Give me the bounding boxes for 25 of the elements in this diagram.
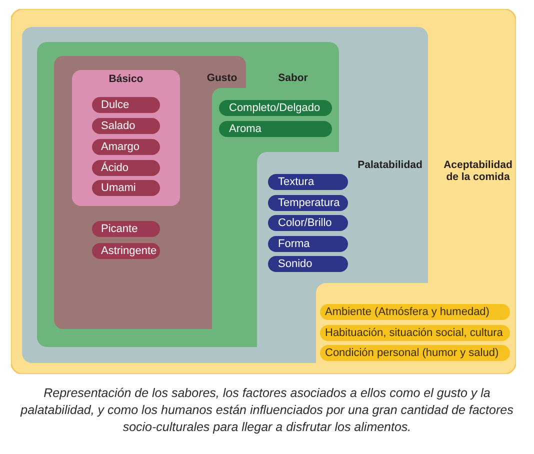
nested-region bbox=[72, 70, 180, 206]
region-heading: Palatabilidad bbox=[356, 159, 424, 171]
region-heading: Básico bbox=[108, 73, 144, 85]
factor-tag: Dulce bbox=[92, 97, 160, 113]
figure-caption: Representación de los sabores, los factores asociados a ellos como el gusto y la palatabilidad, y como los humanos están influenciados por una gran cantidad de factores socio-culturales para llegar a disfrutar los alimentos. bbox=[19, 385, 514, 436]
factor-tag: Condición personal (humor y salud) bbox=[320, 345, 510, 361]
nested-region bbox=[11, 9, 516, 374]
factor-tag: Umami bbox=[92, 180, 160, 196]
factor-tag: Astringente bbox=[92, 243, 160, 259]
factor-tag: Forma bbox=[268, 236, 348, 252]
factor-tag: Amargo bbox=[92, 139, 160, 155]
factor-tag: Salado bbox=[92, 118, 160, 134]
factor-tag: Ácido bbox=[92, 160, 160, 176]
factor-tag: Picante bbox=[92, 221, 160, 237]
factor-tag: Habituación, situación social, cultura bbox=[320, 325, 510, 341]
region-heading: Gusto bbox=[206, 72, 238, 84]
region-heading: Aceptabilidad de la comida bbox=[442, 159, 514, 183]
factor-tag: Completo/Delgado bbox=[219, 100, 332, 116]
region-heading: Sabor bbox=[277, 72, 309, 84]
factor-tag: Ambiente (Atmósfera y humedad) bbox=[320, 304, 510, 320]
factor-tag: Color/Brillo bbox=[268, 215, 348, 231]
factor-tag: Temperatura bbox=[268, 195, 348, 211]
factor-tag: Textura bbox=[268, 174, 348, 190]
factor-tag: Aroma bbox=[219, 121, 332, 137]
factor-tag: Sonido bbox=[268, 256, 348, 272]
